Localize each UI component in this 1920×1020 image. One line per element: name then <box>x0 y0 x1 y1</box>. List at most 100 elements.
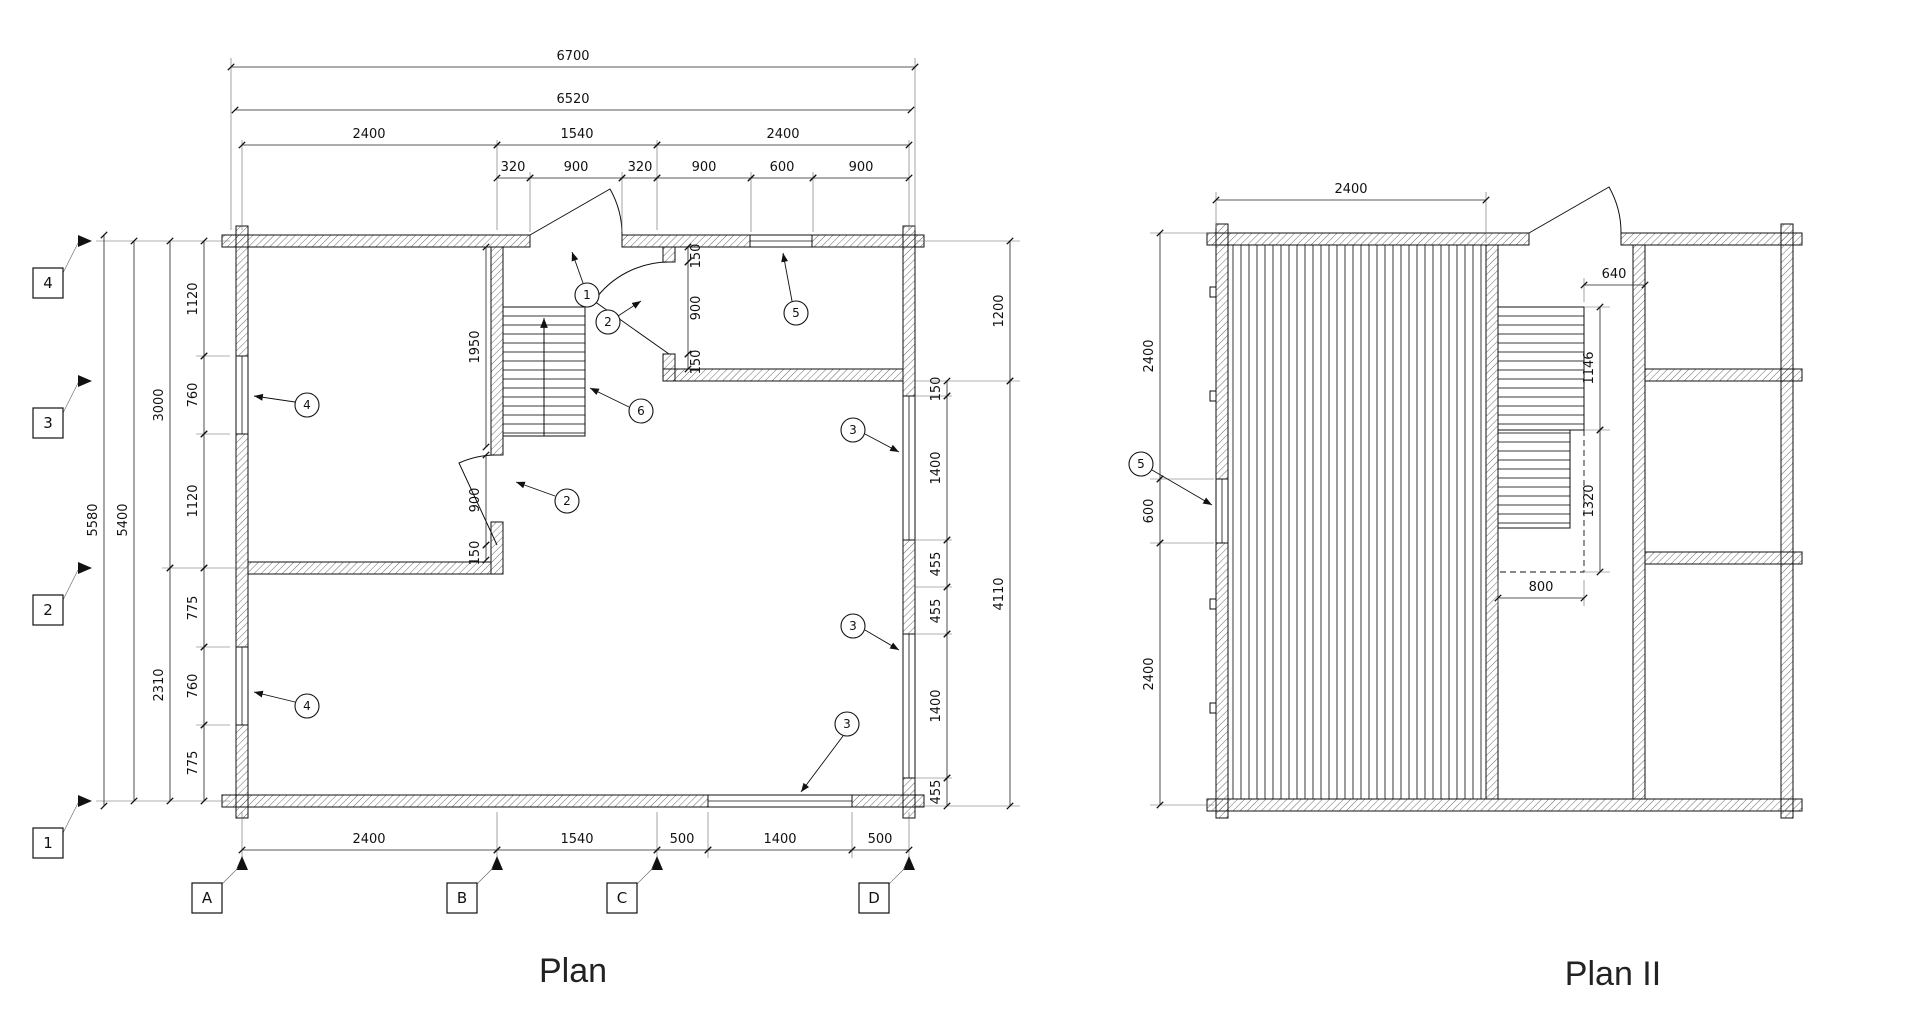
plan1-windows <box>235 234 916 808</box>
grid-pointer-icon <box>78 375 92 387</box>
dim-label: 500 <box>868 832 893 847</box>
dim-label: 1540 <box>560 127 593 142</box>
callout-leader <box>253 393 296 403</box>
dim-label: 3000 <box>152 388 167 421</box>
window-symbol <box>1215 478 1229 544</box>
grid-leader <box>62 802 79 834</box>
grid-pointer-icon <box>78 562 92 574</box>
dim-label: 1120 <box>186 484 201 517</box>
window-symbol <box>749 234 813 248</box>
grid-leader <box>219 867 239 887</box>
plan1-grid-cols: A B C D <box>191 856 915 914</box>
dim-label: 1400 <box>763 832 796 847</box>
plan2-log-ticks <box>1209 286 1217 714</box>
callout-circle <box>595 309 621 335</box>
callout-circle <box>628 398 654 424</box>
dim-label: 455 <box>929 780 944 805</box>
grid-label: C <box>617 889 627 907</box>
callout-label: 3 <box>843 717 851 731</box>
window-symbol <box>235 355 249 435</box>
callout-label: 3 <box>849 619 857 633</box>
dim-label: 150 <box>468 541 483 566</box>
dim-label: 150 <box>689 244 704 269</box>
dim-label: 760 <box>186 383 201 408</box>
callout-circle <box>294 392 320 418</box>
wall <box>662 246 676 263</box>
grid-marker-4: 4 <box>32 235 92 299</box>
plan1-callouts: 1 2 5 6 4 2 3 <box>253 251 900 793</box>
wall <box>1620 232 1803 246</box>
callout-window-left-1: 4 <box>253 392 320 418</box>
callout-circle <box>840 613 866 639</box>
callout-circle <box>294 693 320 719</box>
dim-label: 2400 <box>352 127 385 142</box>
plan2-dimensions: 2400 2400 600 2400 640 1146 1320 800 <box>1142 182 1649 809</box>
callout-window-right-2: 3 <box>840 613 900 651</box>
window-symbol <box>902 633 916 779</box>
dim-label: 150 <box>689 350 704 375</box>
dim-label: 800 <box>1529 580 1554 595</box>
plan2-title: Plan II <box>1565 955 1661 993</box>
grid-pointer-icon <box>903 856 915 870</box>
grid-leader <box>62 382 79 414</box>
grid-bubble <box>446 882 478 914</box>
grid-label: A <box>202 889 213 907</box>
dim-label: 500 <box>670 832 695 847</box>
wall <box>247 561 492 575</box>
grid-label: 1 <box>43 834 53 852</box>
staircase <box>502 306 586 437</box>
dim-label: 775 <box>186 751 201 776</box>
callout-circle <box>834 711 860 737</box>
dim-label: 1146 <box>1582 351 1597 384</box>
grid-label: 4 <box>43 274 53 292</box>
grid-label: 2 <box>43 601 53 619</box>
callout-leader <box>781 252 793 302</box>
wall <box>490 246 504 456</box>
dim-label: 900 <box>689 296 704 321</box>
window-symbol <box>235 646 249 726</box>
wall <box>235 225 249 819</box>
window-symbol <box>902 395 916 541</box>
dim-label: 320 <box>501 160 526 175</box>
plan1-title: Plan <box>539 952 607 990</box>
dim-label: 455 <box>929 599 944 624</box>
door-swing <box>1528 186 1622 234</box>
callout-window-left: 5 <box>1128 451 1213 506</box>
dim-label: 150 <box>929 377 944 402</box>
dim-label: 1540 <box>560 832 593 847</box>
callout-label: 5 <box>792 306 800 320</box>
callout-stair: 6 <box>589 387 654 424</box>
callout-leader <box>253 690 296 703</box>
grid-marker-3: 3 <box>32 375 92 439</box>
grid-label: 3 <box>43 414 53 432</box>
dim-label: 900 <box>849 160 874 175</box>
grid-bubble <box>606 882 638 914</box>
dim-label: 1320 <box>1582 484 1597 517</box>
callout-leader <box>617 300 642 317</box>
grid-label: B <box>457 889 467 907</box>
plan1-grid-rows: 4 3 2 1 <box>32 235 92 859</box>
grid-leader <box>634 867 654 887</box>
callout-circle <box>840 417 866 443</box>
plan-2: 2400 2400 600 2400 640 1146 1320 800 5 P… <box>1128 182 1803 993</box>
plan1-dim-bottom: 2400 1540 500 1400 500 <box>238 812 913 858</box>
wall <box>1206 798 1803 812</box>
wall <box>1632 244 1646 800</box>
door-swing <box>593 261 670 355</box>
grid-bubble <box>32 827 64 859</box>
grid-marker-A: A <box>191 856 248 914</box>
grid-pointer-icon <box>236 856 248 870</box>
callout-door-top: 1 <box>571 251 600 308</box>
dim-label: 900 <box>468 488 483 513</box>
grid-marker-1: 1 <box>32 795 92 859</box>
callout-label: 5 <box>1137 457 1145 471</box>
plan1-dim-interior: 1950 150 900 150 900 150 <box>468 243 704 566</box>
dim-label: 1950 <box>468 330 483 363</box>
dim-label: 455 <box>929 552 944 577</box>
grid-pointer-icon <box>78 235 92 247</box>
callout-leader <box>864 629 900 651</box>
callout-window-bottom: 3 <box>800 711 860 793</box>
stair-treads-upper <box>1497 306 1585 431</box>
dim-label: 1120 <box>186 282 201 315</box>
